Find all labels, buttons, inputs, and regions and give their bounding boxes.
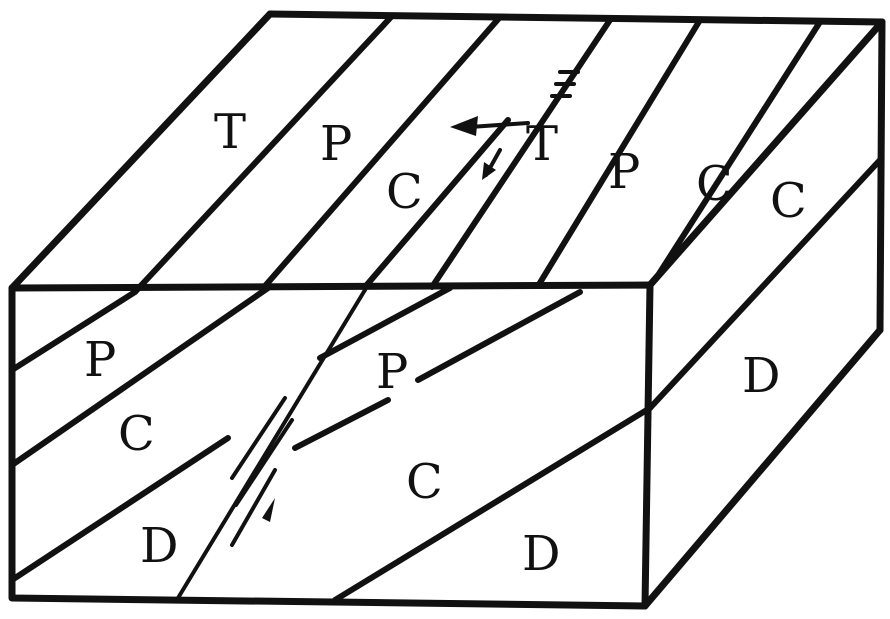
label-front-d1: D — [140, 518, 178, 574]
top-bed-line-2 — [265, 17, 500, 286]
label-top-c1: C — [386, 164, 423, 220]
label-front-c2: C — [406, 454, 443, 510]
fault-arrow-head-lower — [262, 498, 275, 522]
label-top-p2: P — [608, 144, 640, 200]
front-bed-upper-left — [12, 292, 135, 370]
side-back-edge — [880, 22, 882, 330]
label-front-c1: C — [118, 406, 155, 462]
strike-slip-arrow-head — [450, 116, 478, 136]
label-front-d2: D — [522, 526, 560, 582]
top-bed-line-6 — [655, 22, 820, 280]
label-front-p1: P — [84, 332, 116, 388]
label-top-t2: T — [526, 116, 558, 172]
top-bed-line-1 — [135, 16, 392, 292]
front-bed-lower-right — [335, 408, 650, 600]
label-top-c2: C — [696, 156, 733, 212]
front-bed-middle-right-a — [295, 400, 388, 448]
top-right-edge — [650, 22, 882, 285]
label-top-p1: P — [320, 116, 352, 172]
front-bed-middle-right-b — [418, 292, 580, 380]
label-front-p2: P — [376, 344, 408, 400]
label-side-d: D — [742, 348, 780, 404]
label-top-t1: T — [214, 104, 246, 160]
top-back-edge — [270, 14, 882, 22]
label-top-c3: C — [770, 173, 807, 229]
strike-slip-arrow-shaft — [470, 123, 528, 127]
